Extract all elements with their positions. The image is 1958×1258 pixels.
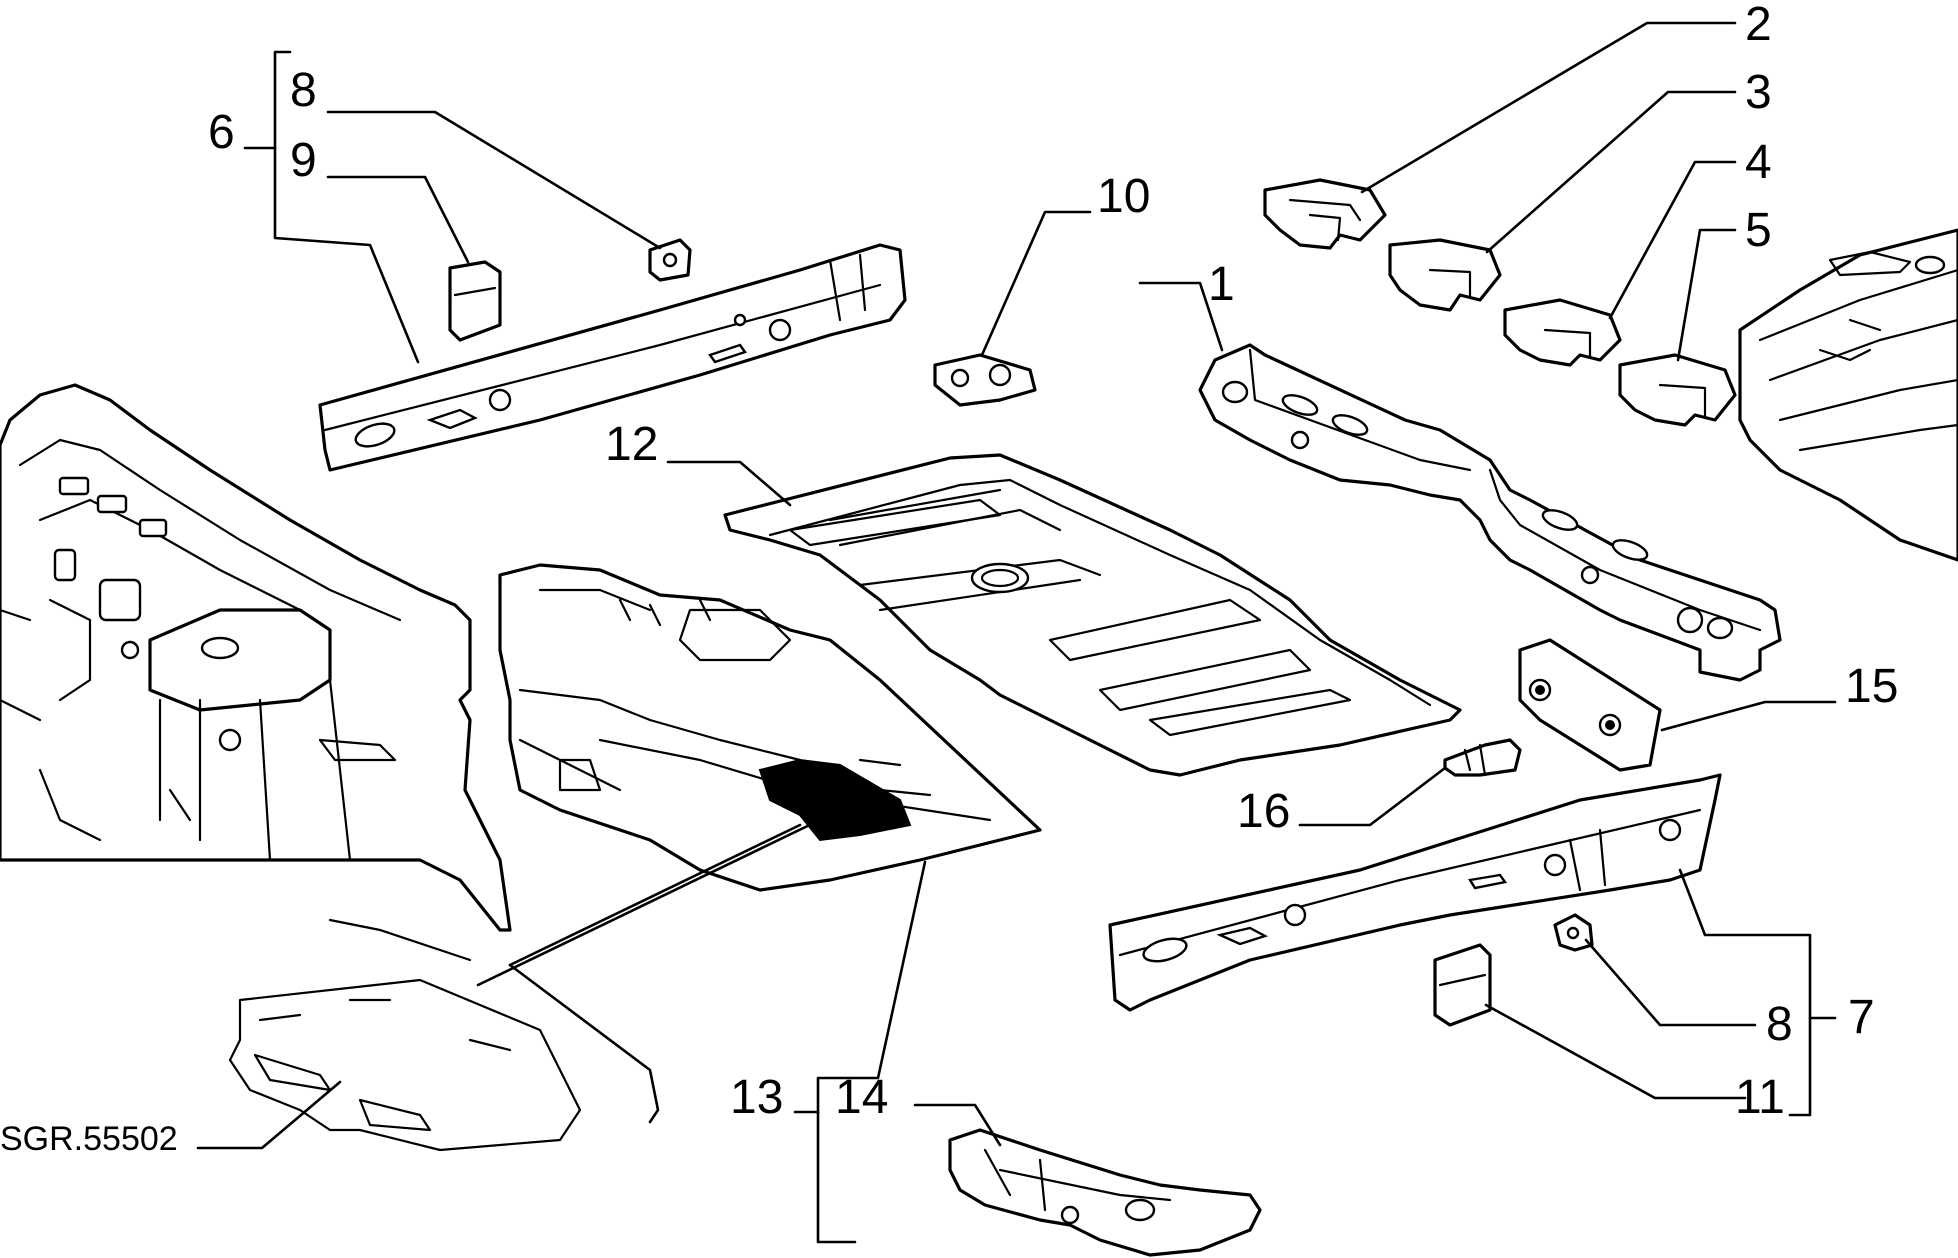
bracket-11 xyxy=(1433,943,1492,1027)
bracket-9 xyxy=(448,260,502,342)
crossmember-1 xyxy=(1198,343,1782,682)
callout-labels: 1 2 3 4 5 6 7 8 8 9 10 11 12 13 14 15 16… xyxy=(0,0,1898,1158)
callout-16: 16 xyxy=(1237,785,1290,838)
reference-code: SGR.55502 xyxy=(0,1120,178,1158)
bolt-16 xyxy=(1443,738,1522,777)
rear-floor-partial xyxy=(1738,228,1958,562)
bracket-10 xyxy=(933,353,1037,407)
plate-15 xyxy=(1518,638,1662,772)
callout-13: 13 xyxy=(730,1071,783,1124)
bracket-5 xyxy=(1618,353,1737,427)
callout-10: 10 xyxy=(1097,170,1150,223)
side-member-6 xyxy=(318,243,907,472)
leader-lines xyxy=(196,21,1837,1244)
callout-3: 3 xyxy=(1745,66,1772,119)
reinforcement-14 xyxy=(948,1128,1262,1257)
bracket-4 xyxy=(1503,298,1622,367)
front-body-structure xyxy=(0,383,512,962)
callout-15: 15 xyxy=(1845,660,1898,713)
callout-2: 2 xyxy=(1745,0,1772,51)
callout-5: 5 xyxy=(1745,204,1772,257)
callout-1: 1 xyxy=(1208,258,1235,311)
callout-9: 9 xyxy=(290,134,317,187)
callout-8-lower: 8 xyxy=(1766,998,1793,1051)
front-floor-panel xyxy=(498,563,1042,892)
rear-floor-panel-12 xyxy=(723,453,1462,777)
callout-8-upper: 8 xyxy=(290,64,317,117)
callout-11: 11 xyxy=(1735,1071,1785,1124)
bracket-3 xyxy=(1388,238,1502,312)
bracket-2 xyxy=(1263,178,1387,250)
callout-4: 4 xyxy=(1745,136,1772,189)
callout-7: 7 xyxy=(1848,991,1875,1044)
callout-12: 12 xyxy=(605,418,658,471)
callout-6: 6 xyxy=(208,106,235,159)
side-member-7 xyxy=(1108,773,1722,1012)
floor-reinforcement-plate xyxy=(228,978,582,1152)
callout-14: 14 xyxy=(835,1071,888,1124)
